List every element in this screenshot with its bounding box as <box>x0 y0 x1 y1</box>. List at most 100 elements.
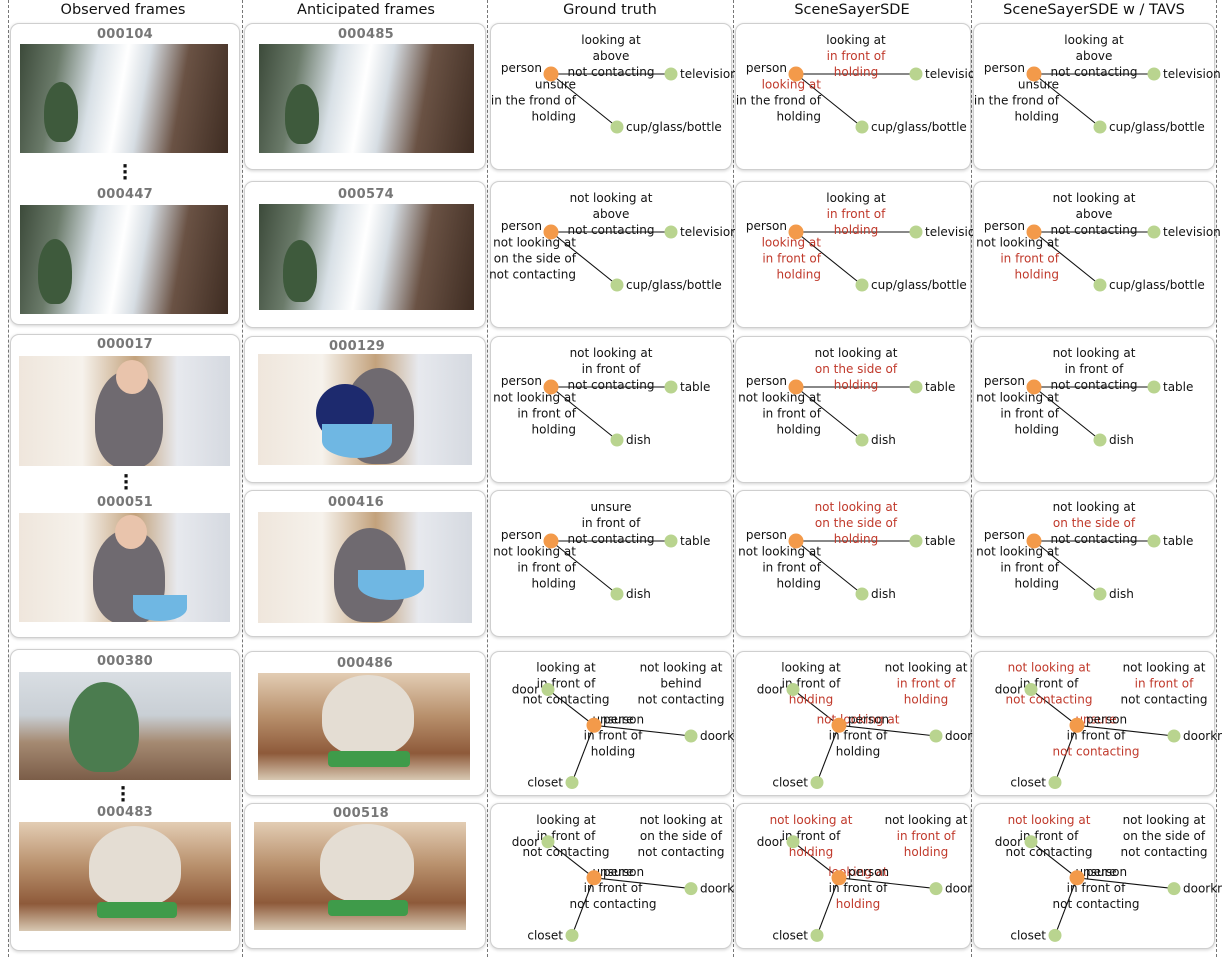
node-label: person <box>603 712 644 726</box>
relation-label: holding <box>836 745 880 759</box>
relation-label: not looking at <box>640 661 723 675</box>
relation-edge <box>1054 877 1078 936</box>
node-label: table <box>925 534 955 548</box>
relation-label: holding <box>834 378 878 392</box>
relation-label: unsure <box>1075 713 1116 727</box>
relation-label: not looking at <box>1008 813 1091 827</box>
relation-label: looking at <box>762 78 822 92</box>
node-label: dish <box>626 433 651 447</box>
object-node <box>610 587 624 601</box>
relation-label: on the side of <box>815 516 898 530</box>
relation-edge <box>571 725 595 783</box>
relation-label: not looking at <box>493 545 576 559</box>
relation-edge <box>547 841 595 879</box>
relation-edge <box>1076 724 1175 737</box>
relation-label: in front of <box>897 677 956 691</box>
relation-label: not looking at <box>738 545 821 559</box>
observed-frame-image <box>19 822 231 931</box>
relation-label: looking at <box>536 813 596 827</box>
header-observed-frames: Observed frames <box>60 2 186 18</box>
relation-label: holding <box>1015 577 1059 591</box>
relation-label: looking at <box>581 33 641 47</box>
relation-label: not contacting <box>568 223 655 237</box>
relation-label: not contacting <box>1051 223 1138 237</box>
relation-edge <box>816 877 840 936</box>
relation-label: in front of <box>897 829 956 843</box>
node-label: closet <box>1010 928 1046 942</box>
node-label: door <box>757 835 784 849</box>
relation-label: holding <box>834 532 878 546</box>
relation-edge <box>550 386 618 441</box>
relation-label: not looking at <box>1053 346 1136 360</box>
object-node <box>684 729 698 743</box>
relation-label: in front of <box>1065 362 1124 376</box>
object-node <box>610 120 624 134</box>
relation-edge <box>571 877 595 936</box>
relation-edge <box>593 724 692 737</box>
relation-edge <box>795 231 863 286</box>
object-node <box>909 534 923 548</box>
relation-label: in front of <box>584 729 643 743</box>
object-node <box>1147 534 1161 548</box>
node-label: person <box>746 528 787 542</box>
subject-node <box>1069 870 1085 886</box>
relation-edge <box>550 73 618 128</box>
subject-node <box>788 379 804 395</box>
node-label: doorknob <box>1183 882 1222 896</box>
anticipated-panel-4: 000416 <box>244 490 486 637</box>
node-label: doorknob <box>1183 729 1222 743</box>
relation-label: not contacting <box>1051 378 1138 392</box>
relation-edge <box>795 386 863 441</box>
relation-label: in front of <box>762 407 821 421</box>
relation-label: not looking at <box>1053 500 1136 514</box>
node-label: closet <box>527 775 563 789</box>
object-node <box>610 278 624 292</box>
relation-edge <box>816 725 840 783</box>
column-divider <box>487 0 488 957</box>
relation-label: not looking at <box>976 391 1059 405</box>
anticipated-panel-2: 000574 <box>244 181 486 328</box>
subject-node <box>543 224 559 240</box>
node-label: door <box>512 835 539 849</box>
frame-id: 000104 <box>96 27 154 42</box>
relation-label: on the side of <box>1053 516 1136 530</box>
node-label: closet <box>772 775 808 789</box>
relation-label: in front of <box>584 881 643 895</box>
node-label: closet <box>772 928 808 942</box>
object-node <box>1167 882 1181 896</box>
object-node <box>664 67 678 81</box>
object-node <box>1147 380 1161 394</box>
relation-label: looking at <box>536 661 596 675</box>
node-label: closet <box>527 928 563 942</box>
relation-label: not looking at <box>885 813 968 827</box>
object-node <box>1093 120 1107 134</box>
relation-label: not contacting <box>523 845 610 859</box>
relation-label: not looking at <box>1123 813 1206 827</box>
relation-label: not looking at <box>976 236 1059 250</box>
relation-label: not contacting <box>638 845 725 859</box>
node-label: table <box>1163 380 1193 394</box>
relation-edge <box>838 724 937 737</box>
relation-label: unsure <box>592 865 633 879</box>
header-anticipated-frames: Anticipated frames <box>297 2 435 18</box>
relation-label: not looking at <box>976 545 1059 559</box>
object-node <box>664 380 678 394</box>
relation-edge <box>1076 877 1175 890</box>
frame-id: 000483 <box>96 805 154 820</box>
relation-label: not contacting <box>1121 693 1208 707</box>
frame-id: 000380 <box>96 654 154 669</box>
frame-id: 000129 <box>328 339 386 354</box>
relation-label: holding <box>904 693 948 707</box>
relation-label: not contacting <box>570 897 657 911</box>
relation-label: on the side of <box>640 829 723 843</box>
